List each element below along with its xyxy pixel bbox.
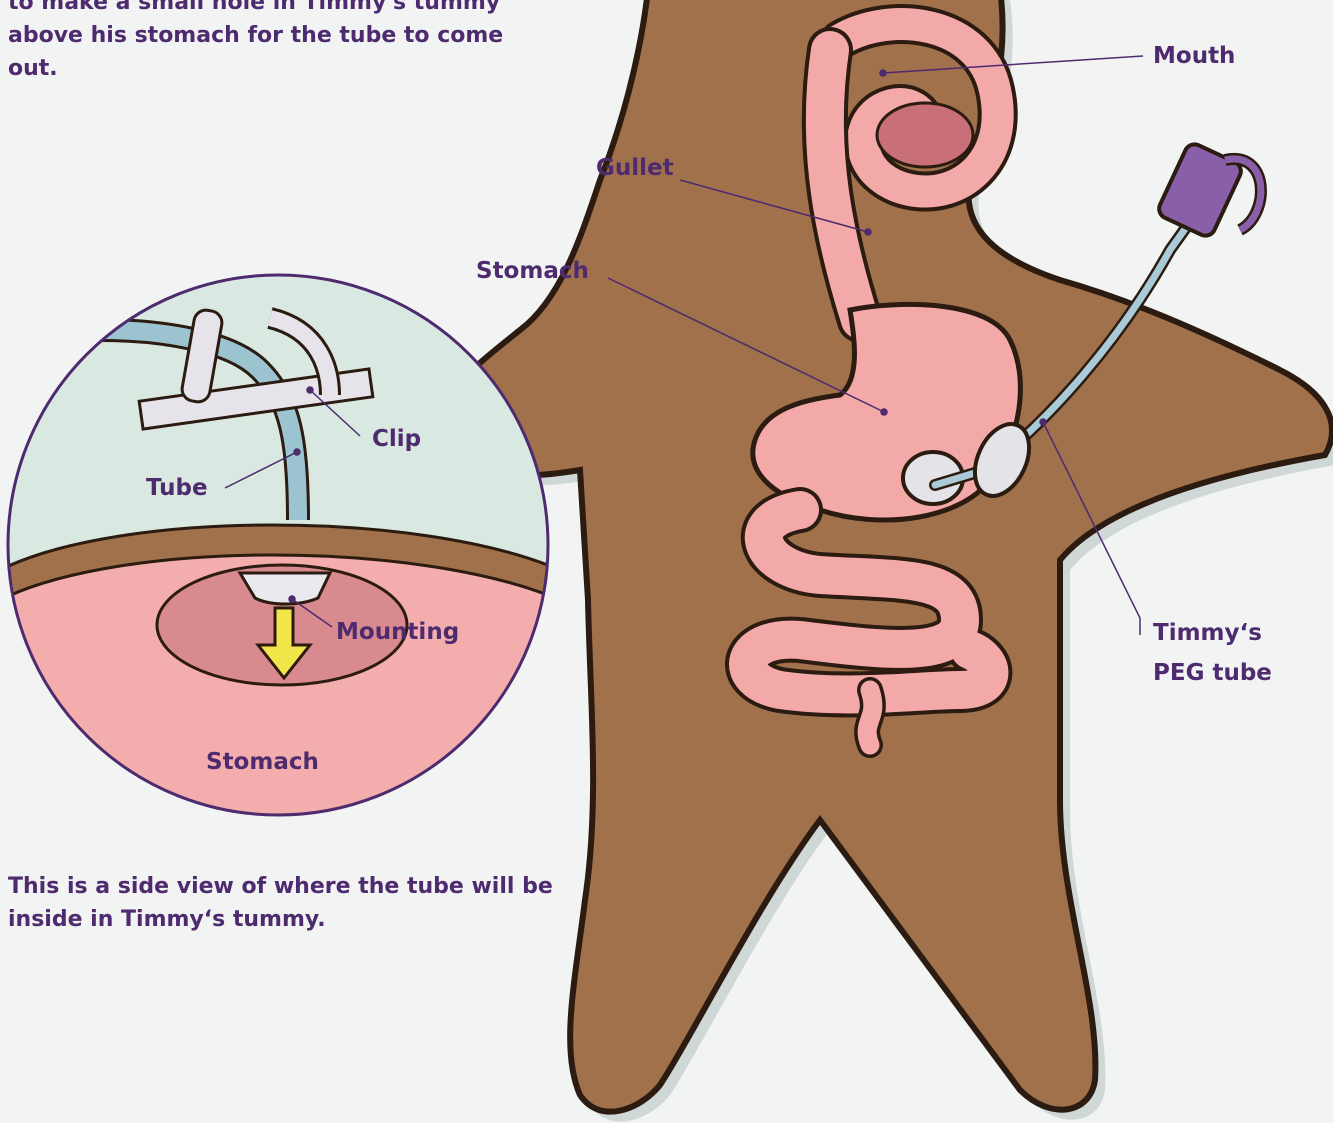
leader-mounting-dot (289, 596, 295, 602)
label-peg-tube-line2: PEG tube (1153, 657, 1272, 689)
leader-clip-dot (307, 387, 313, 393)
label-stomach-inset: Stomach (206, 746, 319, 778)
label-clip: Clip (372, 423, 421, 455)
rectum-shape-fill (867, 690, 873, 745)
label-gullet: Gullet (596, 152, 674, 184)
leader-peg-tube-dot (1040, 419, 1046, 425)
leader-stomach-dot (881, 409, 887, 415)
label-mounting: Mounting (336, 616, 459, 648)
caption-text: This is a side view of where the tube wi… (8, 870, 568, 936)
leader-mouth-dot (880, 70, 886, 76)
label-peg-tube-line1: Timmy‘s (1153, 617, 1262, 649)
label-mouth: Mouth (1153, 40, 1235, 72)
leader-gullet-dot (865, 229, 871, 235)
label-tube: Tube (146, 472, 208, 504)
label-stomach-body: Stomach (476, 255, 589, 287)
mouth-cavity (877, 103, 973, 167)
leader-tube-dot (294, 449, 300, 455)
